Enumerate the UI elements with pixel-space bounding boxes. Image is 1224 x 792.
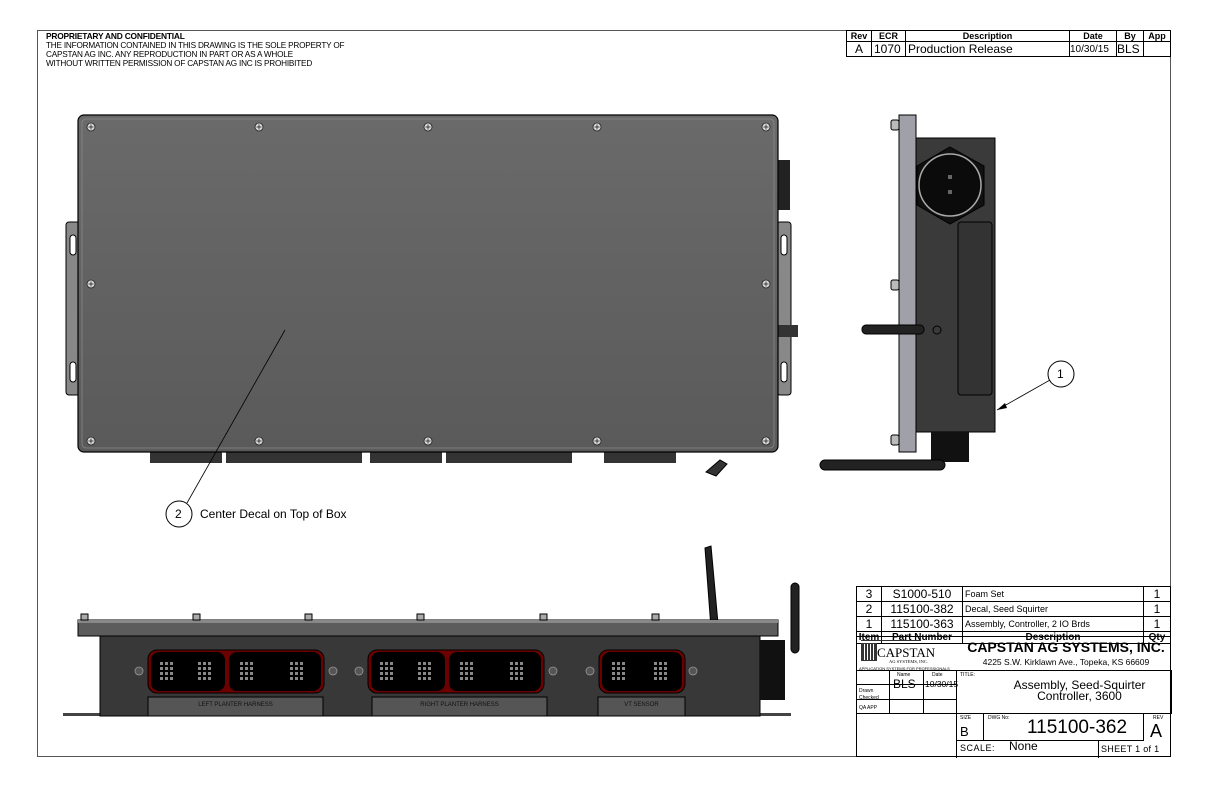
side-connector <box>778 160 790 210</box>
side-bottom-antenna <box>819 459 946 471</box>
bom-header-description: Description <box>962 631 1144 644</box>
side-antenna-stub <box>778 325 798 337</box>
title-label: TITLE: <box>960 672 976 678</box>
drawing-title: Assembly, Seed-Squirter Controller, 3600 <box>957 678 1172 703</box>
bom-part-number: 115100-382 <box>881 601 963 617</box>
drawn-name: BLS <box>893 677 916 691</box>
bom-row: 3 S1000-510 Foam Set 1 <box>856 586 1171 602</box>
date-cell: 10/30/15 <box>1069 41 1117 57</box>
size-label: SIZE <box>960 715 972 721</box>
title-block: CAPSTAN AG SYSTEMS, INC. APPLICATION SYS… <box>856 636 1172 758</box>
top-view <box>65 114 798 504</box>
notice-heading: PROPRIETARY AND CONFIDENTIAL <box>46 31 185 41</box>
balloon-1 <box>1047 360 1075 388</box>
vt-sensor-label: VT SENSOR <box>624 702 659 708</box>
leader-line-1 <box>996 379 1051 411</box>
side-view <box>819 114 1051 471</box>
notice-line: WITHOUT WRITTEN PERMISSION OF CAPSTAN AG… <box>46 59 313 68</box>
logo-building-icon <box>861 643 877 661</box>
capstan-logo: CAPSTAN AG SYSTEMS, INC. APPLICATION SYS… <box>859 639 959 671</box>
drawing-number: 115100-362 <box>1027 717 1128 738</box>
bottom-connector <box>446 452 572 463</box>
revision-row: A 1070 Production Release 10/30/15 BLS <box>846 41 1171 57</box>
name-label: Name <box>897 672 911 678</box>
confidentiality-notice: PROPRIETARY AND CONFIDENTIAL THE INFORMA… <box>46 31 345 69</box>
front-antenna-2 <box>790 582 800 654</box>
dwg-label: DWG No: <box>988 715 1010 721</box>
scale-value: None <box>1009 739 1038 753</box>
notice-line: CAPSTAN AG INC. ANY REPRODUCTION IN PART… <box>46 50 293 59</box>
bill-of-materials: 3 S1000-510 Foam Set 1 2 115100-382 Deca… <box>856 586 1171 644</box>
side-bottom-connector <box>931 432 969 462</box>
bom-item: 2 <box>856 601 882 617</box>
leader-line-2 <box>186 329 286 504</box>
sheet-number: SHEET 1 of 1 <box>1101 744 1160 754</box>
bom-description: Assembly, Controller, 2 IO Brds <box>962 616 1144 632</box>
decal-callout-text: Center Decal on Top of Box <box>200 507 347 521</box>
logo-name: CAPSTAN <box>877 645 936 660</box>
bom-row: 2 115100-382 Decal, Seed Squirter 1 <box>856 601 1171 617</box>
date-label: Date <box>932 672 943 678</box>
drawn-label: Drawn <box>859 688 874 694</box>
company-name: CAPSTAN AG SYSTEMS, INC. <box>967 639 1165 655</box>
app-cell <box>1143 41 1171 57</box>
bom-description: Foam Set <box>962 586 1144 602</box>
left-harness-label: LEFT PLANTER HARNESS <box>198 702 273 708</box>
title-line-1: Assembly, Seed-Squirter <box>1013 678 1146 692</box>
rev-label: REV <box>1153 715 1164 721</box>
drawing-border <box>37 30 1171 757</box>
bom-item: 3 <box>856 586 882 602</box>
revision-letter: A <box>1150 721 1163 741</box>
side-recess <box>957 221 993 396</box>
bottom-connector <box>604 452 676 463</box>
bottom-connector <box>226 452 362 463</box>
bom-description: Decal, Seed Squirter <box>962 601 1144 617</box>
description-cell: Production Release <box>905 41 1070 57</box>
bom-row: 1 115100-363 Assembly, Controller, 2 IO … <box>856 616 1171 632</box>
side-antenna <box>861 324 925 335</box>
scale-label: SCALE: <box>960 743 996 753</box>
balloon-1-number: 1 <box>1057 367 1064 381</box>
bottom-connector <box>150 452 222 463</box>
bom-qty: 1 <box>1143 601 1171 617</box>
right-harness-label: RIGHT PLANTER HARNESS <box>420 702 499 708</box>
drawn-date: 10/30/15 <box>925 679 959 689</box>
antenna-base <box>705 459 728 477</box>
bom-qty: 1 <box>1143 616 1171 632</box>
checked-label: Checked <box>859 695 879 701</box>
lid-plate <box>77 114 779 453</box>
balloon-2 <box>165 500 193 528</box>
bom-part-number: 115100-363 <box>881 616 963 632</box>
ecr-cell: 1070 <box>871 41 906 57</box>
company-address: 4225 S.W. Kirklawn Ave., Topeka, KS 6660… <box>982 657 1150 667</box>
balloon-2-number: 2 <box>175 507 182 521</box>
logo-tagline: APPLICATION SYSTEMS FOR PROFESSIONALS <box>859 666 950 671</box>
bottom-connector <box>370 452 442 463</box>
bom-item: 1 <box>856 616 882 632</box>
bom-qty: 1 <box>1143 586 1171 602</box>
revision-table: Rev ECR Description Date By App A 1070 P… <box>846 30 1171 57</box>
front-view <box>63 545 800 717</box>
logo-sub: AG SYSTEMS, INC. <box>889 659 929 664</box>
notice-line: THE INFORMATION CONTAINED IN THIS DRAWIN… <box>46 41 345 50</box>
title-line-2: Controller, 3600 <box>1037 689 1122 703</box>
side-flange <box>898 114 917 453</box>
sheet-size: B <box>960 724 969 739</box>
qa-label: QA APP <box>859 705 878 711</box>
bom-part-number: S1000-510 <box>881 586 963 602</box>
